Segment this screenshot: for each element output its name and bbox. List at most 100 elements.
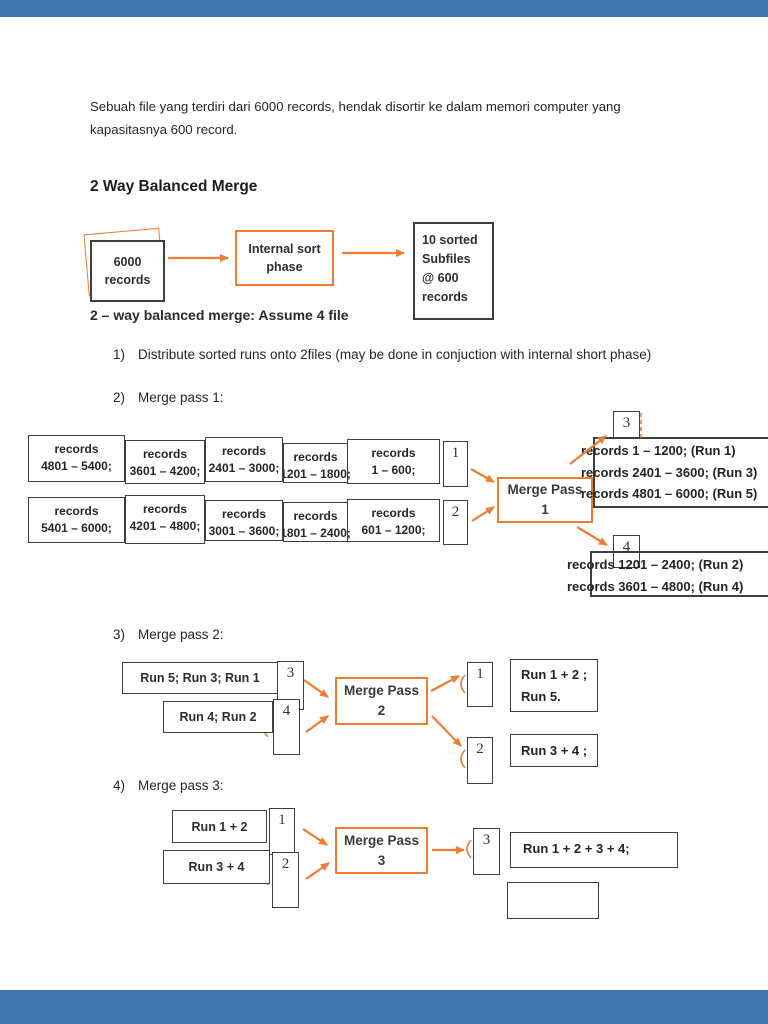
intro-line-1: Sebuah file yang terdiri dari 6000 recor…	[90, 99, 621, 114]
record-line: records	[221, 507, 267, 521]
record-line: 1201 – 1800;	[280, 467, 351, 481]
tape-number-box: 1	[269, 808, 295, 855]
run-list-box: Run 3 + 4	[163, 850, 270, 884]
output-run-line: Run 1 + 2 ;	[521, 667, 588, 682]
record-line: 1801 – 2400;	[280, 526, 351, 540]
empty-output-box	[507, 882, 599, 919]
output-run-line: Run 1 + 2 + 3 + 4;	[523, 841, 630, 856]
step-number: 3)	[113, 627, 126, 642]
internal-sort-line: phase	[266, 260, 303, 274]
merge-pass-label: 3	[377, 852, 386, 868]
merge-pass-label: 1	[541, 502, 549, 517]
record-box: records 1201 – 1800;	[280, 443, 351, 483]
record-line: 601 – 1200;	[361, 523, 426, 537]
source-file-line: 6000	[113, 255, 142, 269]
record-line: records	[142, 447, 188, 461]
internal-sort-box: Internal sort phase	[235, 230, 334, 286]
record-line: records	[54, 442, 99, 456]
flow-arrow	[576, 526, 608, 546]
output-tape-4-list: records 1201 – 2400; (Run 2) records 360…	[567, 554, 743, 597]
internal-sort-line: Internal sort	[248, 242, 321, 256]
record-line: records	[371, 506, 416, 520]
sorted-subfiles-line: Subfiles	[422, 252, 471, 266]
merge-pass-label: Merge Pass	[507, 482, 583, 497]
flow-arrow	[471, 506, 495, 522]
record-box: records 2401 – 3000;	[205, 437, 283, 482]
output-run-box: Run 1 + 2 + 3 + 4;	[510, 832, 678, 868]
sorted-subfiles-box: 10 sorted Subfiles @ 600 records	[413, 222, 494, 320]
merge-pass-3-box: Merge Pass 3	[335, 827, 428, 874]
record-line: 4801 – 5400;	[41, 459, 112, 473]
output-run-line: records 1201 – 2400; (Run 2)	[567, 557, 744, 572]
sorted-subfiles-line: @ 600	[422, 271, 459, 285]
record-box: records 3601 – 4200;	[125, 440, 205, 484]
intro-line-2: kapasitasnya 600 record.	[90, 122, 238, 137]
sorted-subfiles-line: 10 sorted	[422, 233, 478, 247]
record-line: 5401 – 6000;	[41, 521, 112, 535]
tape-number-box: 4	[273, 699, 300, 755]
tape-number-box: 2	[272, 852, 299, 908]
tape-number-box: 1	[467, 662, 493, 707]
output-tape-4-box	[590, 551, 768, 597]
tape-number-box: 2	[467, 737, 493, 784]
record-box: records 1801 – 2400;	[280, 502, 351, 542]
output-run-lines: Run 1 + 2 ; Run 5.	[521, 664, 607, 707]
record-line: 3001 – 3600;	[208, 524, 280, 538]
record-line: records	[293, 450, 338, 464]
step-number: 4)	[113, 778, 126, 793]
step-number: 1)	[113, 347, 126, 362]
tape-number-box: 2	[443, 500, 468, 545]
viewer-bottom-bar	[0, 990, 768, 1024]
flow-arrow	[303, 679, 329, 698]
flow-arrow	[305, 715, 329, 733]
step-text: Merge pass 1:	[138, 390, 224, 405]
flow-arrow	[431, 715, 462, 747]
output-tape-3-box	[593, 437, 768, 508]
record-line: records	[221, 444, 267, 458]
flow-arrow	[305, 862, 330, 880]
record-line: 2401 – 3000;	[208, 461, 280, 475]
viewer-top-bar	[0, 0, 768, 17]
sorted-subfiles-line: records	[422, 290, 468, 304]
output-run-line: records 2401 – 3600; (Run 3)	[581, 464, 758, 480]
step-text: Merge pass 2:	[138, 627, 224, 642]
output-run-box: Run 1 + 2 ; Run 5.	[510, 659, 598, 712]
source-file-line: records	[104, 273, 151, 287]
section-heading: 2 Way Balanced Merge	[90, 178, 258, 195]
record-line: records	[371, 446, 416, 460]
step-text: Merge pass 3:	[138, 778, 224, 793]
source-file-box: 6000 records	[90, 240, 165, 302]
output-run-line: Run 3 + 4 ;	[521, 743, 588, 758]
step-text: Distribute sorted runs onto 2files (may …	[138, 347, 652, 362]
record-line: records	[54, 504, 99, 518]
run-list-box: Run 1 + 2	[172, 810, 267, 843]
record-box: records 1 – 600;	[347, 439, 440, 484]
tape-number-box: 3	[473, 828, 500, 875]
output-run-line: Run 5.	[521, 688, 561, 704]
record-line: 3601 – 4200;	[129, 464, 201, 478]
output-run-line: records 4801 – 6000; (Run 5)	[581, 486, 758, 501]
output-run-line: records 3601 – 4800; (Run 4)	[567, 578, 744, 594]
flow-caption: 2 – way balanced merge: Assume 4 file	[90, 307, 349, 323]
record-line: records	[293, 509, 338, 523]
merge-pass-label: Merge Pass	[343, 683, 420, 698]
record-line: 1 – 600;	[371, 463, 416, 477]
record-line: 4201 – 4800;	[129, 519, 201, 533]
record-box: records 5401 – 6000;	[28, 497, 125, 543]
flow-arrow	[302, 828, 328, 846]
merge-pass-label: Merge Pass	[343, 832, 420, 848]
flow-arrow	[470, 468, 495, 483]
arc-mark	[460, 674, 466, 694]
record-line: records	[142, 502, 188, 516]
tape-number-box: 1	[443, 441, 468, 487]
merge-pass-1-box: Merge Pass 1	[497, 477, 593, 523]
merge-pass-label: 2	[377, 703, 386, 718]
output-run-box: Run 3 + 4 ;	[510, 734, 598, 767]
record-box: records 4801 – 5400;	[28, 435, 125, 482]
run-list-box: Run 4; Run 2	[163, 701, 273, 733]
merge-pass-2-box: Merge Pass 2	[335, 677, 428, 725]
arc-mark	[466, 839, 472, 859]
output-run-line: records 1 – 1200; (Run 1)	[581, 443, 736, 458]
record-box: records 4201 – 4800;	[125, 495, 205, 544]
